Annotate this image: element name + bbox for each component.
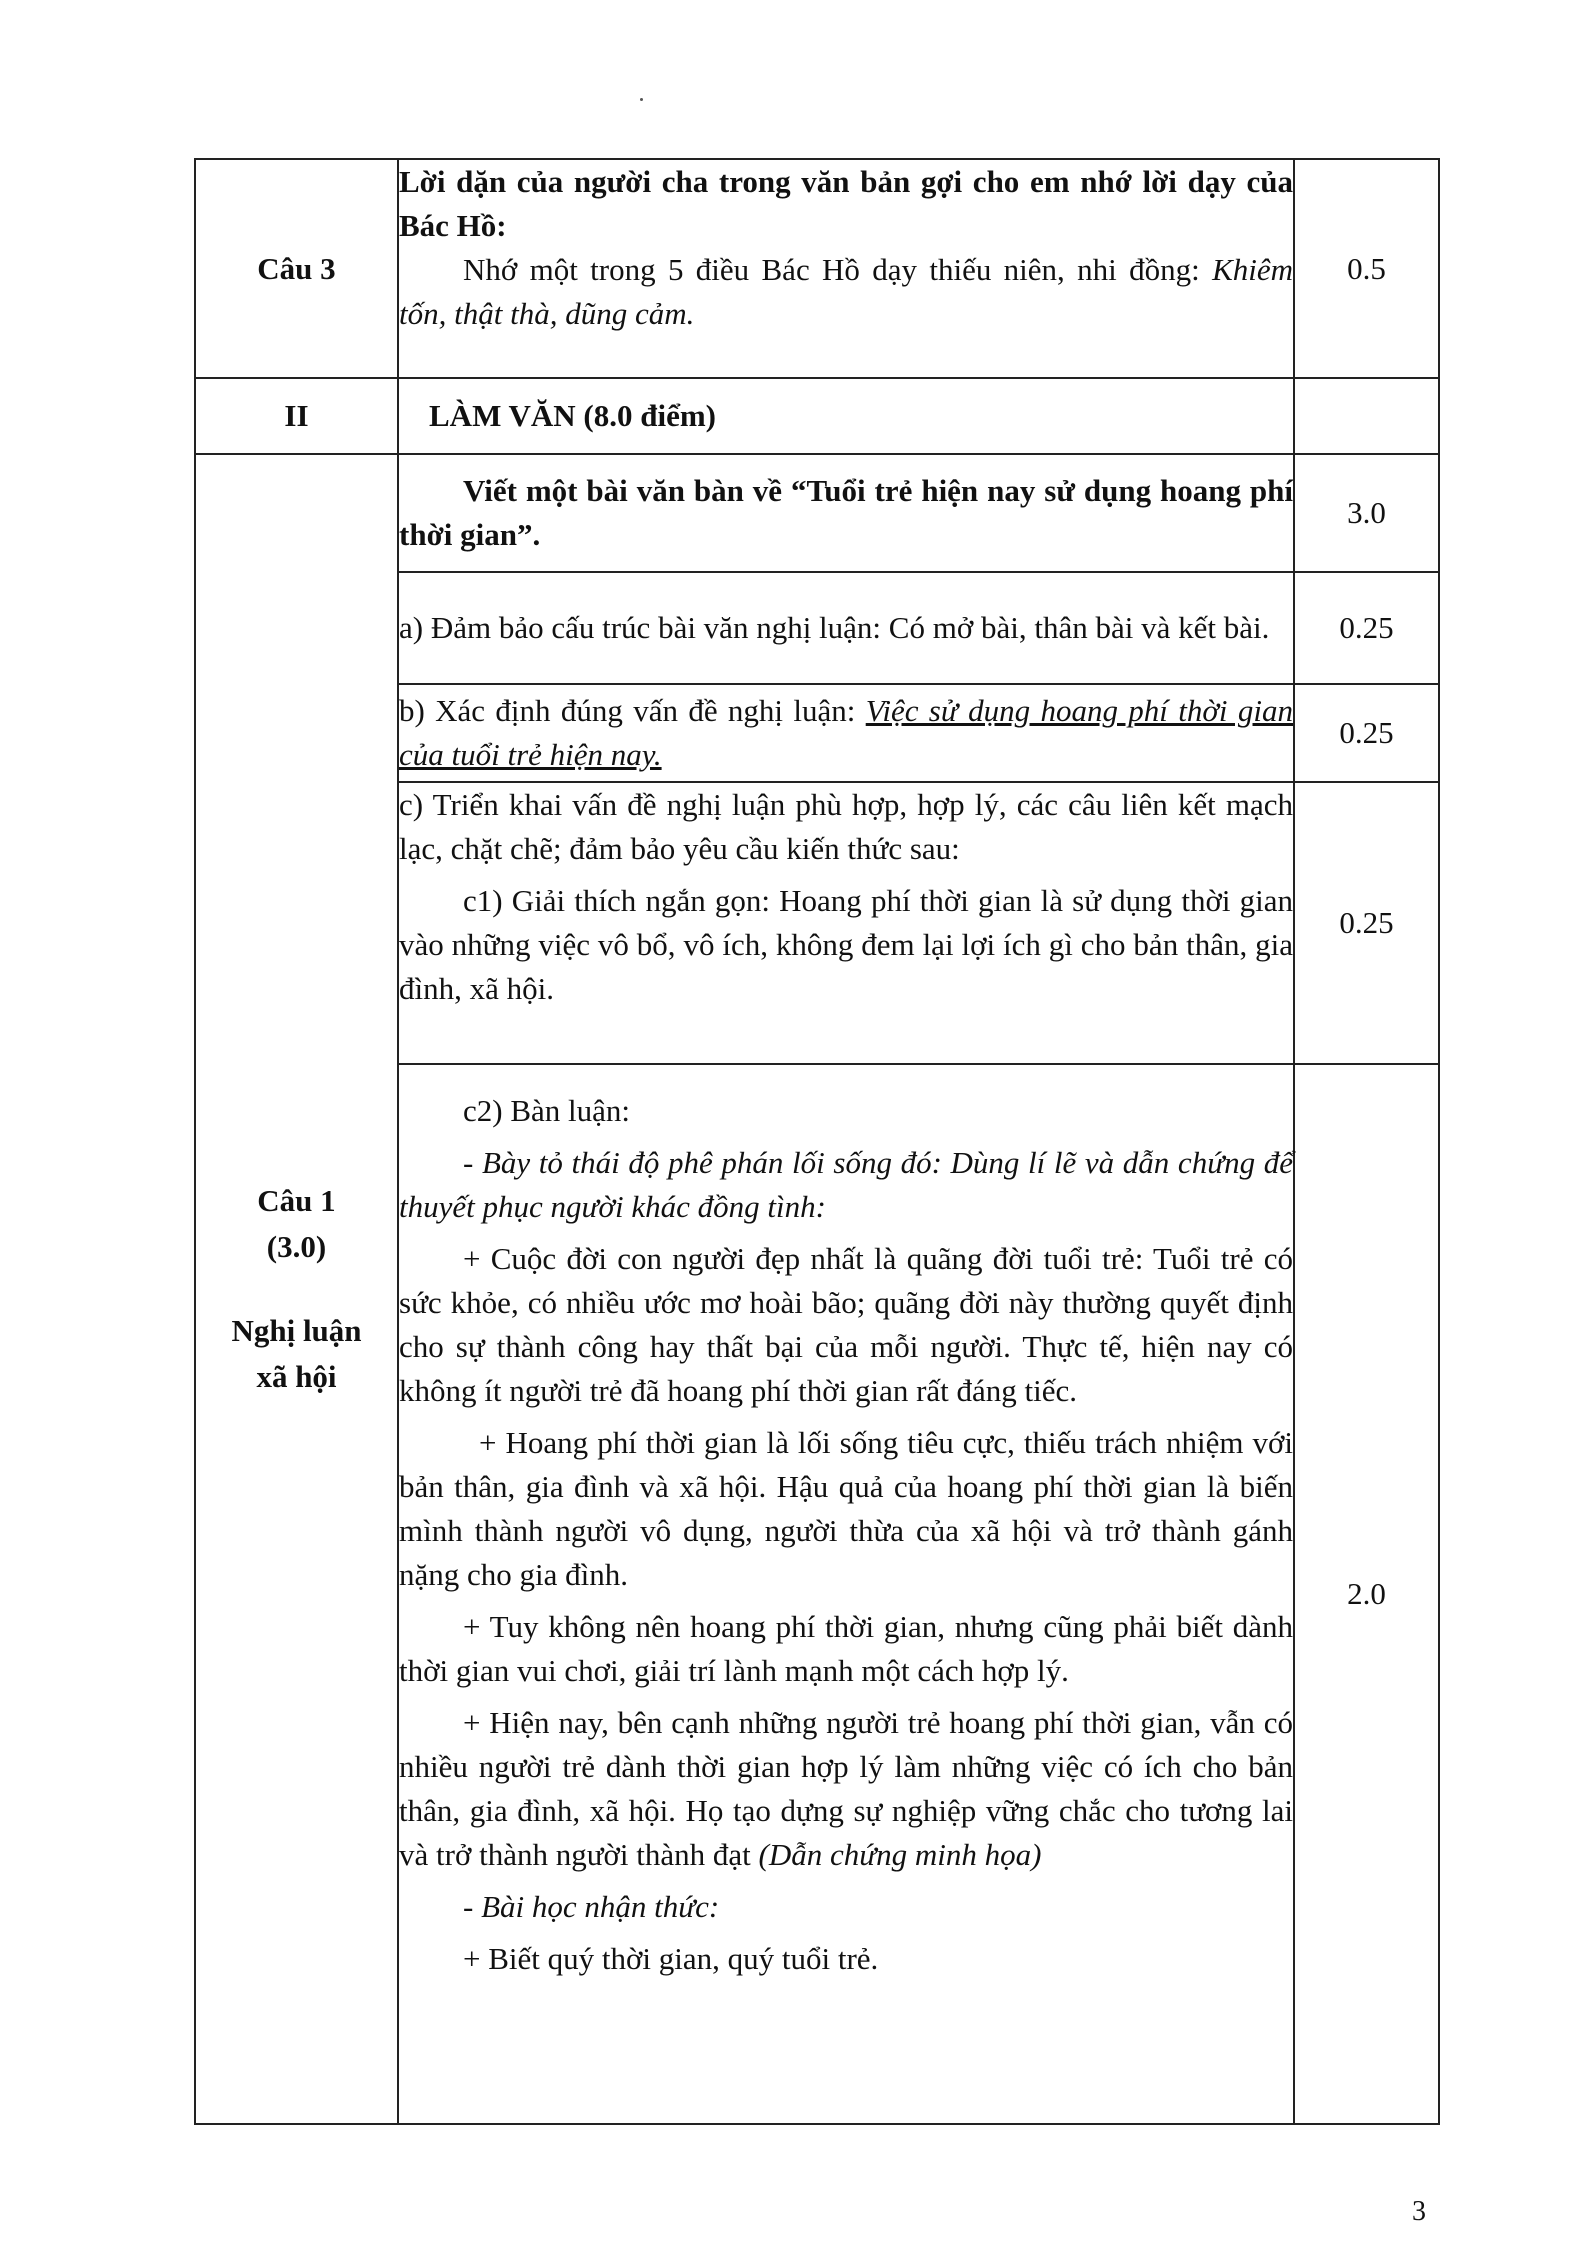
cau3-title: Lời dặn của người cha trong văn bản gợi … — [399, 164, 1293, 243]
answer-table: Câu 3 Lời dặn của người cha trong văn bả… — [194, 158, 1440, 2125]
cau1-a: a) Đảm bảo cấu trúc bài văn nghị luận: C… — [397, 571, 1295, 685]
c2-point-4: + Hiện nay, bên cạnh những người trẻ hoa… — [399, 1701, 1293, 1877]
cau1-b-score: 0.25 — [1293, 683, 1440, 783]
cau1-label: Câu 1 (3.0) Nghị luận xã hội — [194, 453, 399, 2125]
section2-score-empty — [1293, 377, 1440, 455]
cau3-content: Lời dặn của người cha trong văn bản gợi … — [397, 158, 1295, 379]
cau3-label: Câu 3 — [194, 158, 399, 379]
cau1-c2-score: 2.0 — [1293, 1063, 1440, 2125]
row-cau1-b: b) Xác định đúng vấn đề nghị luận: Việc … — [195, 683, 1440, 783]
cau1-c-intro: c) Triển khai vấn đề nghị luận phù hợp, … — [399, 787, 1293, 866]
cau3-body-text: Nhớ một trong 5 điều Bác Hồ dạy thiếu ni… — [463, 252, 1213, 287]
cau1-c: c) Triển khai vấn đề nghị luận phù hợp, … — [397, 781, 1295, 1065]
row-cau1-c: c) Triển khai vấn đề nghị luận phù hợp, … — [195, 781, 1440, 1065]
cau1-label-line3: Nghị luận — [231, 1313, 362, 1348]
c2-point-4-text: + Hiện nay, bên cạnh những người trẻ hoa… — [399, 1705, 1293, 1872]
c2-point-4-italic: (Dẫn chứng minh họa) — [758, 1837, 1042, 1872]
speck — [640, 98, 643, 101]
c2-point-3: + Tuy không nên hoang phí thời gian, như… — [399, 1609, 1293, 1688]
c2-point-1: + Cuộc đời con người đẹp nhất là quãng đ… — [399, 1241, 1293, 1408]
cau1-b: b) Xác định đúng vấn đề nghị luận: Việc … — [397, 683, 1295, 783]
c2-heading: c2) Bàn luận: — [463, 1093, 631, 1128]
cau1-c1-score: 0.25 — [1293, 781, 1440, 1065]
cau1-c2: c2) Bàn luận: - Bày tỏ thái độ phê phán … — [397, 1063, 1295, 2125]
section2-title: LÀM VĂN (8.0 điểm) — [397, 377, 1295, 455]
cau1-a-score: 0.25 — [1293, 571, 1440, 685]
cau1-label-line1: Câu 1 — [257, 1183, 336, 1218]
row-cau1-prompt: Câu 1 (3.0) Nghị luận xã hội Viết một bà… — [194, 453, 1440, 2125]
cau1-label-line2: (3.0) — [266, 1229, 327, 1264]
cau1-label-line4: xã hội — [256, 1359, 337, 1394]
row-cau1-c2: c2) Bàn luận: - Bày tỏ thái độ phê phán … — [195, 1063, 1440, 2125]
cau3-body-italic: Khiêm tốn, thật thà, dũng cảm. — [399, 252, 1293, 331]
cau1-prompt-score: 3.0 — [1293, 453, 1440, 573]
cau1-b-italic: Việc sử dụng hoang phí thời gian của tuổ… — [399, 693, 1293, 772]
cau1-prompt: Viết một bài văn bàn về “Tuổi trẻ hiện n… — [397, 453, 1295, 573]
cau3-score: 0.5 — [1293, 158, 1440, 379]
cau3-body: Nhớ một trong 5 điều Bác Hồ dạy thiếu ni… — [399, 248, 1293, 336]
cau1-c1: c1) Giải thích ngắn gọn: Hoang phí thời … — [399, 883, 1293, 1006]
row-cau1-a: a) Đảm bảo cấu trúc bài văn nghị luận: C… — [195, 571, 1440, 685]
c2-stance: - Bày tỏ thái độ phê phán lối sống đó: D… — [399, 1145, 1293, 1224]
c2-point-2: + Hoang phí thời gian là lối sống tiêu c… — [399, 1425, 1293, 1592]
c2-lesson: - Bài học nhận thức: — [463, 1889, 720, 1924]
cau1-label-spacer — [196, 1270, 397, 1308]
page-number: 3 — [1412, 2196, 1426, 2227]
row-cau3: Câu 3 Lời dặn của người cha trong văn bả… — [194, 158, 1440, 379]
c2-lesson-point-1: + Biết quý thời gian, quý tuổi trẻ. — [463, 1941, 879, 1976]
section2-label: II — [194, 377, 399, 455]
cau1-b-text: b) Xác định đúng vấn đề nghị luận: — [399, 693, 866, 728]
row-section2: II LÀM VĂN (8.0 điểm) — [194, 377, 1440, 455]
